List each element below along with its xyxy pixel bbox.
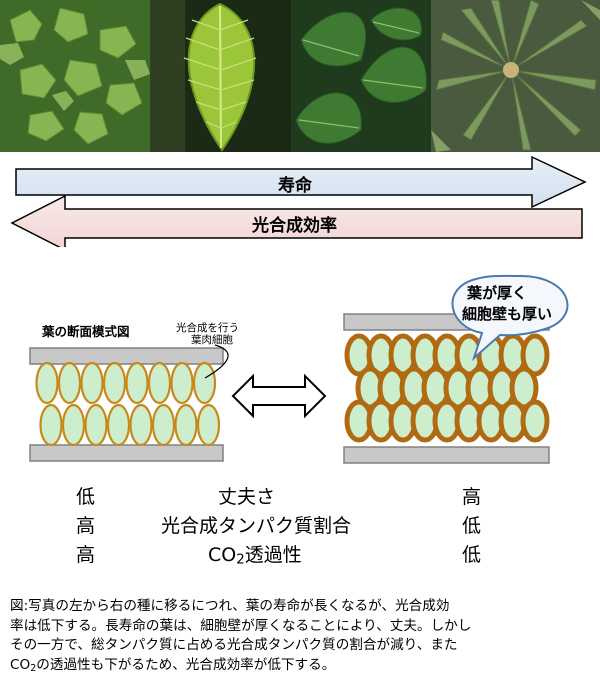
cross-section-title: 葉の断面模式図 — [42, 324, 130, 339]
row1-left-value: 低 — [76, 486, 96, 508]
row3-property-prefix: CO — [208, 544, 237, 566]
row3-property-suffix: 透過性 — [244, 544, 302, 566]
speech-bubble-text: 葉が厚く 細胞壁も厚い — [462, 283, 552, 325]
mesophyll-cell — [129, 403, 153, 447]
speech-line2: 細胞壁も厚い — [462, 305, 553, 323]
mesophyll-pointer-line — [204, 344, 229, 379]
leaf-photo-1 — [0, 0, 150, 152]
row3-property-subscript: 2 — [236, 552, 245, 568]
row1-right-value: 高 — [462, 486, 482, 508]
speech-bubble — [451, 274, 569, 362]
comparison-double-arrow — [231, 373, 327, 419]
lifespan-arrow — [15, 155, 587, 209]
lower-epidermis-right — [343, 446, 550, 464]
photosynthesis-efficiency-label: 光合成効率 — [252, 216, 337, 236]
row1-property: 丈夫さ — [218, 486, 276, 508]
lower-epidermis-left — [29, 444, 224, 462]
photosynthesis-arrow — [10, 194, 583, 247]
caption-line1: 図:写真の左から右の種に移るにつれ、葉の寿命が長くなるが、光合成効 — [10, 598, 450, 614]
row2-left-value: 高 — [76, 515, 96, 537]
caption-line4-rest: の透過性も下がるため、光合成効率が低下する。 — [36, 656, 336, 673]
row2-right-value: 低 — [462, 515, 482, 537]
row2-property: 光合成タンパク質割合 — [161, 515, 352, 537]
upper-epidermis-left — [29, 347, 224, 365]
mesophyll-cell — [125, 361, 149, 405]
arrows-graphic — [10, 155, 587, 247]
row3-right-value: 低 — [462, 544, 482, 566]
mesophyll-label-line2: 葉肉細胞 — [191, 334, 233, 346]
mesophyll-cell — [61, 403, 86, 447]
leaf-photo-4 — [431, 0, 600, 152]
caption-line2: 率は低下する。長寿命の葉は、細胞壁が厚くなることにより、丈夫。しかし — [10, 617, 472, 634]
leaf-photo-2 — [150, 0, 291, 152]
mesophyll-cell — [106, 403, 131, 447]
mesophyll-cell — [35, 361, 59, 405]
mesophyll-cell — [151, 403, 176, 447]
caption-line3: その一方で、総タンパク質に占める光合成タンパク質の割合が減り、また — [10, 637, 458, 653]
mesophyll-cell — [196, 403, 221, 447]
mesophyll-cell — [39, 403, 63, 447]
row3-left-value: 高 — [76, 544, 96, 566]
figure-caption: 図:写真の左から右の種に移るにつれ、葉の寿命が長くなるが、光合成効 率は低下する… — [10, 597, 595, 678]
mesophyll-cells-right — [344, 333, 550, 443]
mesophyll-label-line1: 光合成を行う — [176, 322, 239, 334]
mesophyll-cell — [147, 361, 172, 405]
mesophyll-cells-left — [35, 361, 221, 447]
caption-line4: CO2の透過性も下がるため、光合成効率が低下する。 — [10, 656, 595, 678]
caption-co-subscript: 2 — [30, 662, 37, 674]
mesophyll-cell — [80, 361, 104, 405]
leaf-cross-section-diagram — [29, 274, 569, 464]
mesophyll-cell — [102, 361, 127, 405]
speech-line1: 葉が厚く — [467, 284, 528, 302]
mesophyll-cell-thick — [520, 399, 550, 443]
row3-property: CO2透過性 — [208, 540, 302, 568]
leaf-photo-3 — [291, 0, 431, 152]
mesophyll-cell — [84, 403, 108, 447]
lifespan-label: 寿命 — [278, 176, 312, 196]
mesophyll-label: 光合成を行う 葉肉細胞 — [176, 322, 239, 346]
mesophyll-cell — [174, 403, 198, 447]
mesophyll-cell — [170, 361, 194, 405]
mesophyll-cell — [192, 361, 217, 405]
caption-co: CO — [10, 656, 31, 673]
mesophyll-cell — [57, 361, 82, 405]
